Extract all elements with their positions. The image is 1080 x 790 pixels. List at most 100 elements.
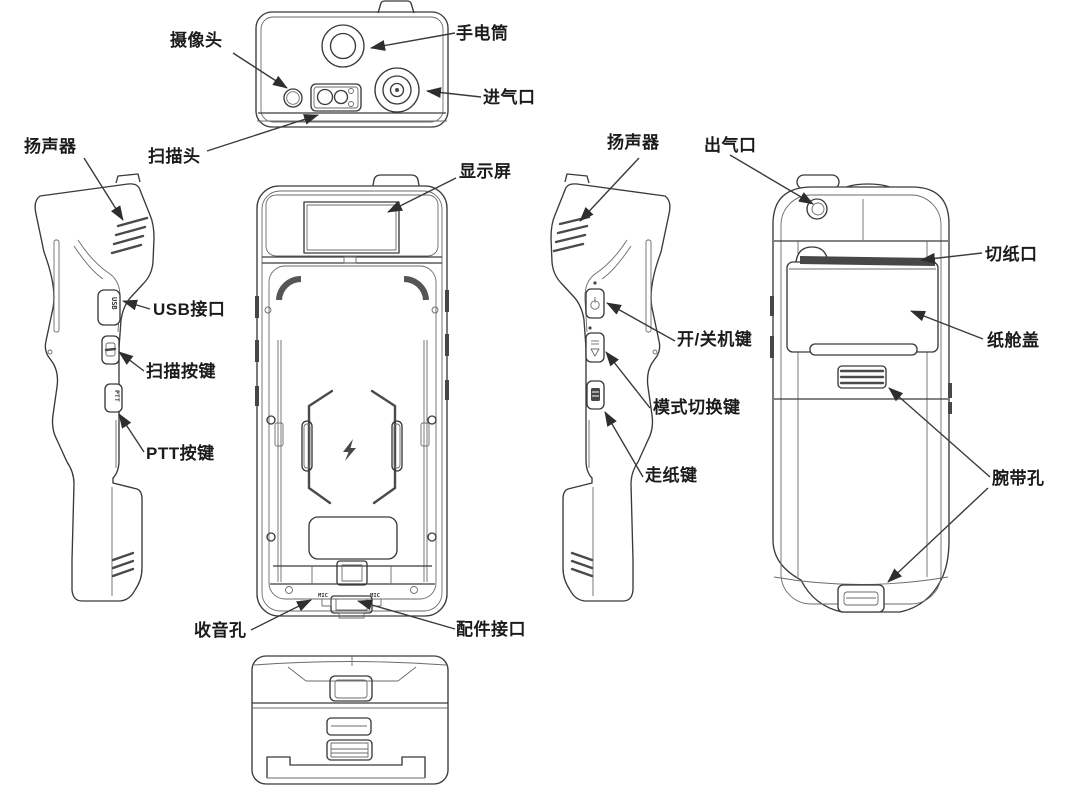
label-ptt-button: PTT按键 — [146, 444, 215, 463]
scan-trigger-button — [101, 335, 120, 365]
mode-indicator-dot — [588, 326, 592, 330]
label-scan-button: 扫描按键 — [146, 362, 216, 381]
power-side-button — [585, 288, 605, 319]
scanner-window — [310, 83, 362, 112]
left-bottom-ribs — [111, 551, 135, 578]
front-screws — [264, 306, 439, 542]
leader-speaker-left — [83, 157, 124, 221]
camera-lens — [283, 88, 303, 108]
power-icon — [590, 297, 600, 310]
front-top-bump — [370, 174, 422, 197]
top-body-outline — [255, 11, 449, 128]
label-mode-switch-key: 模式切换键 — [653, 398, 741, 417]
usb-engraving: USB — [110, 297, 118, 310]
wireless-charge-bolt-icon — [343, 439, 356, 461]
label-paper-cover: 纸舱盖 — [987, 331, 1040, 350]
leader-wrist-strap-top — [888, 387, 991, 478]
front-brackets — [307, 389, 397, 505]
left-ridge-line2 — [73, 245, 104, 280]
leader-usb-port — [122, 299, 151, 311]
label-scan-head: 扫描头 — [148, 147, 201, 166]
bottom-view — [251, 655, 449, 785]
right-bottom-ribs — [570, 551, 594, 578]
leader-air-inlet — [426, 87, 482, 99]
label-speaker-right: 扬声器 — [607, 133, 660, 152]
front-capsule-slots — [301, 420, 403, 472]
leader-ptt-button — [118, 413, 145, 453]
front-bezel — [265, 194, 439, 257]
front-side-rails — [274, 340, 430, 582]
bottom-top-inner-line — [253, 661, 447, 666]
leader-wrist-strap-bottom — [887, 487, 989, 583]
label-power-key: 开/关机键 — [677, 330, 753, 349]
label-mic-hole: 收音孔 — [194, 621, 247, 640]
leader-air-outlet — [729, 154, 814, 205]
leader-paper-cut-slot — [920, 252, 983, 264]
top-view — [255, 0, 449, 128]
mode-switch-side-button — [585, 332, 605, 363]
right-strap-dot — [652, 349, 658, 355]
front-corner-wedge-left — [276, 275, 302, 301]
right-ridge-line2 — [601, 245, 632, 280]
speaker-grille-left — [110, 216, 149, 255]
paper-feed-icon — [591, 388, 600, 401]
mic-hole-right: MIC — [370, 593, 380, 599]
leader-paper-cover — [910, 310, 984, 340]
leader-scan-head — [206, 114, 319, 152]
air-inlet-port — [374, 67, 420, 113]
front-edge-button-ticks — [255, 290, 449, 406]
leader-lines — [83, 32, 991, 631]
paper-feed-side-button — [586, 380, 605, 410]
label-air-outlet: 出气口 — [704, 136, 757, 155]
left-top-tab — [115, 173, 141, 184]
right-slot-line — [645, 239, 652, 333]
label-usb-port: USB接口 — [153, 300, 226, 319]
bottom-center-connector — [329, 656, 373, 702]
paper-cover-panel — [786, 246, 939, 356]
bottom-shelf — [287, 666, 417, 682]
wrist-strap-hole-top — [837, 365, 887, 389]
bottom-body-outline — [251, 655, 449, 785]
label-accessory-port: 配件接口 — [456, 620, 526, 639]
flashlight-lens — [321, 24, 365, 68]
air-outlet-port — [806, 198, 828, 220]
paper-cut-strip — [800, 256, 935, 266]
front-bottom-connector-area: MIC MIC — [270, 560, 435, 619]
bottom-flange — [266, 756, 426, 779]
bottom-latch-small — [326, 717, 372, 736]
right-body-outline — [550, 183, 671, 602]
top-body-inner-line — [260, 16, 444, 123]
speaker-grille-right — [552, 215, 591, 253]
leader-display — [387, 177, 457, 213]
leader-camera — [232, 52, 288, 89]
left-side-view: USB PTT — [34, 173, 155, 602]
front-body-outline — [256, 185, 448, 617]
left-body-outline — [34, 183, 155, 602]
mic-hole-left: MIC — [318, 593, 328, 599]
front-band-notch — [343, 256, 357, 264]
bottom-latch-large — [326, 739, 373, 761]
leader-mic-hole — [250, 599, 312, 631]
leader-flashlight — [370, 32, 456, 51]
right-side-view — [550, 173, 671, 602]
label-paper-feed-key: 走纸键 — [645, 466, 698, 485]
front-body-inner-line — [261, 190, 443, 612]
leader-paper-feed-key — [604, 411, 644, 478]
label-paper-cut-slot: 切纸口 — [985, 245, 1038, 264]
label-camera: 摄像头 — [170, 31, 223, 50]
front-corner-wedge-right — [403, 275, 429, 301]
usb-side-button: USB — [97, 289, 121, 326]
paper-cover-slot — [809, 343, 918, 356]
left-strap-dot — [47, 349, 53, 355]
left-slot-line — [53, 239, 60, 333]
ptt-side-button: PTT — [104, 383, 123, 413]
right-top-tab — [564, 173, 590, 184]
back-edge-button-ticks — [770, 296, 952, 414]
label-display: 显示屏 — [459, 162, 512, 181]
front-view: MIC MIC — [255, 174, 449, 619]
label-air-inlet: 进气口 — [483, 88, 536, 107]
right-ridge-line — [584, 239, 628, 333]
leader-accessory-port — [357, 599, 456, 630]
leader-speaker-right — [579, 157, 640, 222]
